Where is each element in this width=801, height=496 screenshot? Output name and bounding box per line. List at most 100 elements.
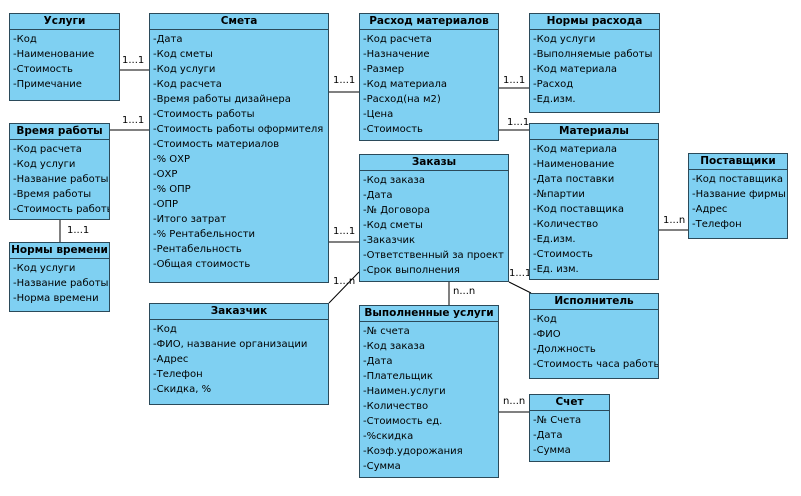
entity-title: Счет: [530, 395, 609, 411]
entity-title: Поставщики: [689, 154, 787, 170]
entity-materialy[interactable]: Материалы -Код материала-Наименование-Да…: [529, 123, 659, 280]
entity-title: Исполнитель: [530, 294, 658, 310]
attribute: -Адрес: [692, 204, 728, 215]
attribute: -Стоимость: [363, 124, 423, 135]
cardinality-vremya-normy: 1...1: [67, 225, 90, 236]
entity-postavshchiki[interactable]: Поставщики -Код поставщика -Название фирм…: [688, 153, 788, 239]
attribute: -Размер: [363, 64, 405, 75]
entity-title: Выполненные услуги: [360, 306, 498, 322]
attribute: -Примечание: [13, 79, 82, 90]
attribute: -Количество: [363, 401, 429, 412]
entity-smeta[interactable]: Смета -Дата-Код сметы-Код услуги-Код рас…: [149, 13, 329, 283]
entity-title: Нормы расхода: [530, 14, 659, 30]
attribute-list: -Код услуги-Название работы-Норма времен…: [10, 259, 109, 306]
attribute: -Ответственный за проект: [363, 250, 504, 261]
attribute-list: -Код-ФИО, название организации-Адрес-Тел…: [150, 320, 328, 397]
attribute: -Код услуги: [13, 159, 76, 170]
cardinality-zakazy-ispolnitel: 1...1: [509, 268, 532, 279]
entity-title: Нормы времени: [10, 243, 109, 259]
entity-vypolnennye-uslugi[interactable]: Выполненные услуги -№ счета-Код заказа-Д…: [359, 305, 499, 478]
attribute: -Код материала: [363, 79, 448, 90]
attribute: -Дата: [153, 34, 183, 45]
attribute: -Время работы дизайнера: [153, 94, 291, 105]
attribute: -№ счета: [363, 326, 410, 337]
attribute: -№ Счета: [533, 415, 582, 426]
entity-title: Время работы: [10, 124, 109, 140]
attribute: -Заказчик: [363, 235, 416, 246]
attribute: -Название фирмы: [692, 189, 786, 200]
attribute: -№партии: [533, 189, 585, 200]
attribute: -Код сметы: [363, 220, 423, 231]
attribute: -Сумма: [533, 445, 571, 456]
attribute-list: -Дата-Код сметы-Код услуги-Код расчета-В…: [150, 30, 328, 272]
attribute: -Код: [153, 324, 177, 335]
entity-zakazy[interactable]: Заказы -Код заказа-Дата-№ Договора-Код с…: [359, 154, 509, 282]
attribute: -Стоимость материалов: [153, 139, 280, 150]
attribute-list: -Код поставщика -Название фирмы -Адрес -Тел…: [689, 170, 787, 232]
attribute: -Код расчета: [153, 79, 222, 90]
attribute: -Плательщик: [363, 371, 433, 382]
entity-ispolnitel[interactable]: Исполнитель -Код-ФИО-Должность-Стоимость…: [529, 293, 659, 379]
attribute: -Дата: [363, 190, 393, 201]
entity-title: Заказы: [360, 155, 508, 171]
entity-title: Заказчик: [150, 304, 328, 320]
cardinality-rashod-normy: 1...1: [503, 75, 526, 86]
entity-normy-rashoda[interactable]: Нормы расхода -Код услуги-Выполняемые ра…: [529, 13, 660, 113]
line-zakazy-ispolnitel: [508, 281, 532, 294]
attribute-list: -Код-Наименование-Стоимость-Примечание: [10, 30, 119, 92]
attribute: -% ОПР: [153, 184, 191, 195]
attribute: -Стоимость работы оформителя: [153, 124, 324, 135]
attribute: -Код сметы: [153, 49, 213, 60]
attribute: -Расход: [533, 79, 574, 90]
attribute: -Время работы: [13, 189, 92, 200]
attribute: -Код заказа: [363, 175, 425, 186]
attribute: -Коэф.удорожания: [363, 446, 463, 457]
entity-zakazchik[interactable]: Заказчик -Код-ФИО, название организации-…: [149, 303, 329, 405]
attribute: -Должность: [533, 344, 596, 355]
attribute: -Код расчета: [363, 34, 432, 45]
attribute: -Стоимость часа работы: [533, 359, 658, 370]
attribute: -Адрес: [153, 354, 189, 365]
attribute: -Скидка, %: [153, 384, 212, 395]
cardinality-vremya-smeta: 1...1: [122, 115, 145, 126]
attribute: -Код поставщика: [533, 204, 625, 215]
entity-title: Смета: [150, 14, 328, 30]
attribute: -Название работы: [13, 278, 109, 289]
attribute: -Наимен.услуги: [363, 386, 446, 397]
attribute: -Код: [13, 34, 37, 45]
attribute: -% Рентабельности: [153, 229, 256, 240]
entity-title: Услуги: [10, 14, 119, 30]
attribute: -Код материала: [533, 64, 618, 75]
attribute: -Код поставщика: [692, 174, 784, 185]
cardinality-zakazy-vypolnennye: n...n: [453, 286, 476, 297]
attribute-list: -Код услуги-Выполняемые работы-Код матер…: [530, 30, 659, 107]
attribute: -Код услуги: [13, 263, 76, 274]
attribute: -ФИО: [533, 329, 561, 340]
attribute: -Телефон: [692, 219, 742, 230]
attribute: -Стоимость: [533, 249, 593, 260]
attribute: -Стоимость ед.: [363, 416, 443, 427]
attribute: -Общая стоимость: [153, 259, 251, 270]
entity-uslugi[interactable]: Услуги -Код-Наименование-Стоимость-Приме…: [9, 13, 120, 101]
entity-normy-vremeni[interactable]: Нормы времени -Код услуги -Название работ…: [9, 242, 110, 312]
attribute-list: -Код-ФИО-Должность-Стоимость часа работы: [530, 310, 658, 372]
attribute: -Рентабельность: [153, 244, 242, 255]
attribute: -Назначение: [363, 49, 430, 60]
cardinality-rashod-materialy: 1...1: [507, 117, 530, 128]
attribute-list: -Код расчета -Назначение -Размер -Код матер…: [360, 30, 498, 137]
entity-schet[interactable]: Счет -№ Счета-Дата-Сумма: [529, 394, 610, 462]
attribute: -ОПР: [153, 199, 179, 210]
attribute: -Ед. изм.: [533, 264, 579, 275]
attribute: -Стоимость работы: [13, 204, 109, 215]
attribute: -Расход(на м2): [363, 94, 441, 105]
entity-vremya-raboty[interactable]: Время работы -Код расчета -Код услуги -Наз…: [9, 123, 110, 220]
attribute-list: -Код материала-Наименование-Дата поставк…: [530, 140, 658, 277]
attribute-list: -№ Счета-Дата-Сумма: [530, 411, 609, 458]
attribute: -Название работы: [13, 174, 109, 185]
cardinality-zakazy-zakazchik: 1...n: [333, 276, 356, 287]
attribute: -Код материала: [533, 144, 618, 155]
cardinality-smeta-rashod: 1...1: [333, 75, 356, 86]
entity-rashod-materialov[interactable]: Расход материалов -Код расчета-Назначени…: [359, 13, 499, 141]
attribute: -Код расчета: [13, 144, 82, 155]
